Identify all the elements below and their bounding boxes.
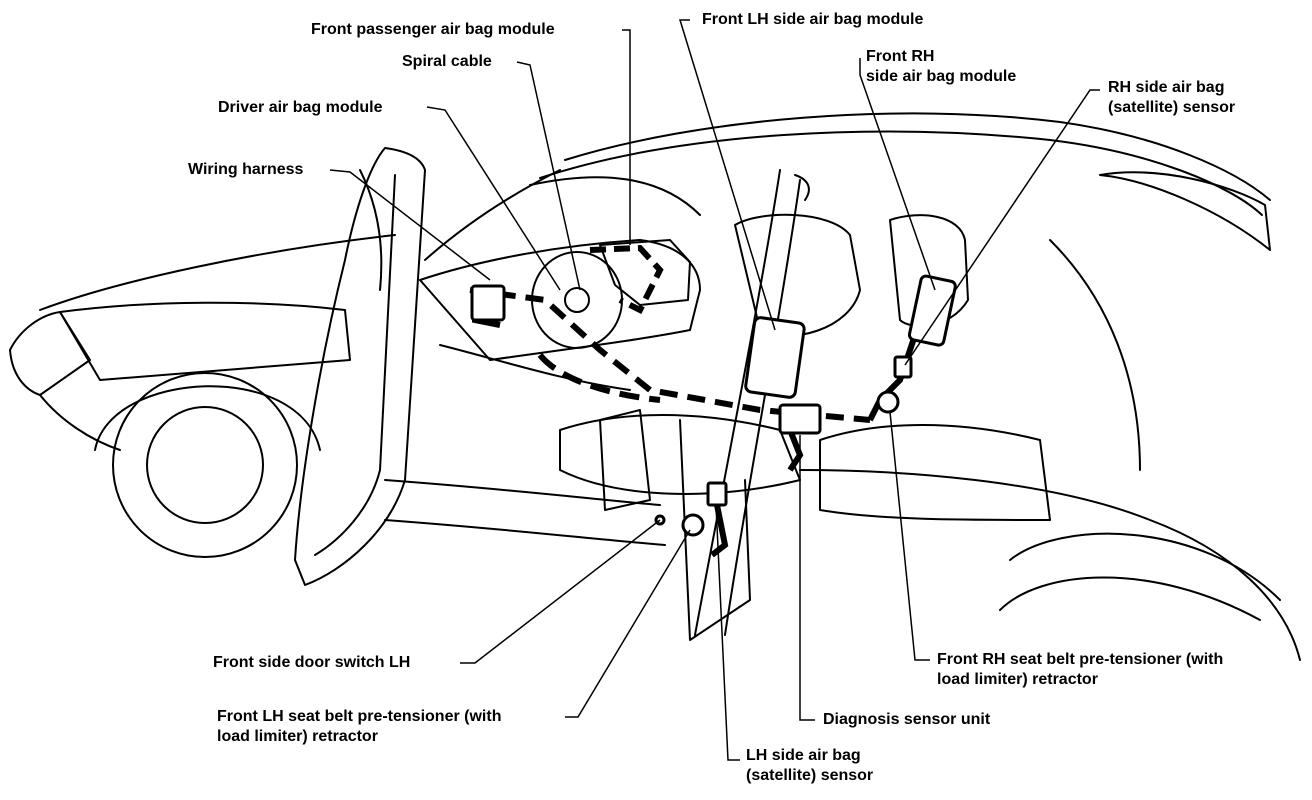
- label-diagnosis-sensor-unit: Diagnosis sensor unit: [823, 711, 991, 728]
- leader-door-switch: [460, 519, 661, 664]
- dash-lower: [439, 344, 631, 391]
- leader-driver-airbag: [426, 106, 561, 291]
- steering-hub: [564, 287, 590, 313]
- b-pillar: [694, 169, 781, 636]
- rh-pretensioner-shape: [876, 390, 900, 414]
- leader-spiral-cable: [516, 61, 581, 291]
- leader-rh-satellite: [904, 89, 1100, 366]
- label-driver-air-bag-module: Driver air bag module: [218, 99, 383, 116]
- car-roof-inner: [539, 130, 1263, 216]
- label-spiral-cable: Spiral cable: [402, 53, 492, 70]
- car-front-bumper: [9, 311, 91, 396]
- label-wiring-harness: Wiring harness: [188, 161, 304, 178]
- rear-quarter: [1049, 239, 1141, 471]
- rear-body: [799, 469, 1301, 661]
- leader-wiring-harness: [329, 169, 491, 281]
- a-pillar: [424, 169, 561, 261]
- label-rh-side-air-bag-satellite-sensor: RH side air bag (satellite) sensor: [1108, 79, 1236, 116]
- harness-main: [469, 287, 871, 423]
- door-sill: [384, 479, 661, 506]
- front-wheel-arch: [94, 385, 321, 451]
- leader-lh-satellite: [715, 504, 740, 761]
- label-front-passenger-air-bag-module: Front passenger air bag module: [311, 21, 555, 38]
- lh-pretensioner-shape: [681, 513, 705, 537]
- rear-window: [1099, 171, 1271, 251]
- car-front-lower: [39, 394, 121, 451]
- lh-satellite-sensor-shape: [706, 481, 728, 507]
- leader-front-lh-side: [678, 19, 776, 331]
- b-pillar-2: [724, 179, 801, 636]
- door-sill-lower: [384, 519, 666, 546]
- harness-floor: [537, 353, 661, 403]
- label-front-rh-seat-belt-pretensioner: Front RH seat belt pre-tensioner (with l…: [937, 651, 1224, 688]
- front-rh-side-airbag-shape: [907, 274, 957, 347]
- diagnosis-sensor-shape: [778, 403, 822, 435]
- front-door-outer: [294, 147, 426, 586]
- rear-wheel-arch-inner: [999, 576, 1261, 621]
- leader-lh-pretensioner: [565, 529, 691, 718]
- passenger-airbag-box: [599, 239, 691, 306]
- car-front-panel: [59, 301, 351, 381]
- center-console: [599, 409, 651, 511]
- label-front-lh-seat-belt-pretensioner: Front LH seat belt pre-tensioner (with l…: [217, 708, 502, 745]
- wiring-harness-module-shape: [470, 284, 506, 322]
- label-front-lh-side-air-bag-module: Front LH side air bag module: [702, 11, 924, 28]
- label-front-side-door-switch-lh: Front side door switch LH: [213, 654, 411, 671]
- front-wheel-tire: [112, 372, 298, 558]
- leader-front-rh-side: [859, 58, 936, 291]
- front-wheel-rim: [146, 406, 264, 524]
- car-roof-line: [564, 112, 1271, 201]
- rear-seat: [819, 424, 1051, 521]
- leader-rh-pretensioner: [889, 411, 930, 661]
- leader-front-passenger: [622, 29, 631, 245]
- b-pillar-edge: [794, 174, 810, 201]
- front-door-inner: [314, 174, 396, 556]
- label-lh-side-air-bag-satellite-sensor: LH side air bag (satellite) sensor: [746, 747, 874, 784]
- leader-diagnosis: [799, 435, 815, 721]
- label-front-rh-side-air-bag-module: Front RH side air bag module: [866, 48, 1017, 85]
- harness-passenger: [589, 244, 664, 315]
- windshield-frame: [529, 176, 701, 216]
- car-hood: [39, 234, 396, 311]
- door-window-frame: [359, 169, 383, 291]
- front-lh-side-airbag-shape: [744, 316, 806, 399]
- rear-wheel-arch: [1009, 532, 1281, 601]
